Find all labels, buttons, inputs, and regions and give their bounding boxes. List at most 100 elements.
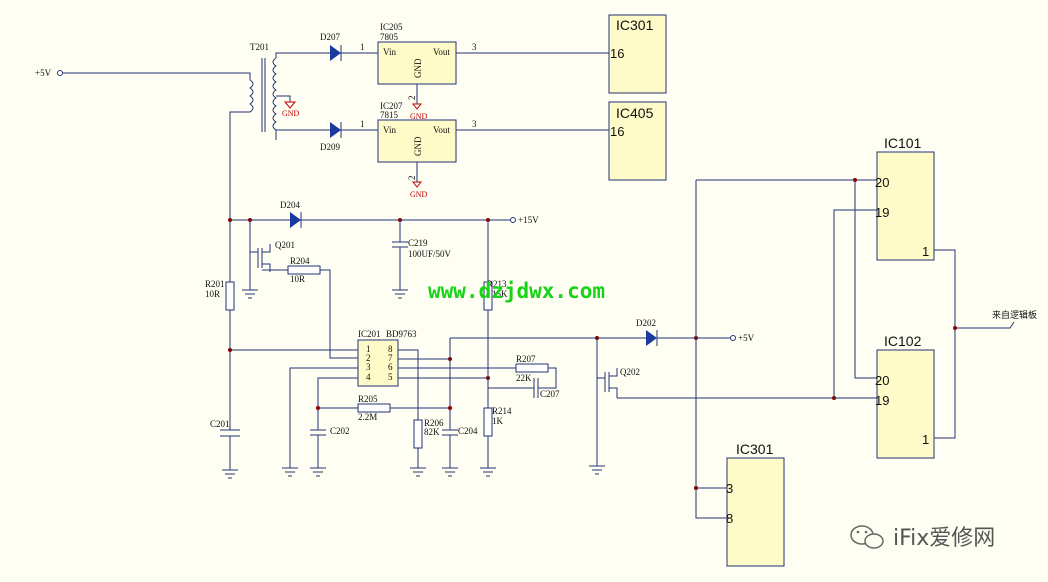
ic102 xyxy=(876,349,935,459)
r204-value: 10R xyxy=(290,274,305,284)
resistor-r205 xyxy=(357,403,391,413)
svg-text:1: 1 xyxy=(922,244,929,259)
svg-text:GND: GND xyxy=(413,58,423,78)
c204-label: C204 xyxy=(458,426,478,436)
wechat-icon xyxy=(850,525,884,549)
r207-value: 22K xyxy=(516,373,532,383)
svg-text:19: 19 xyxy=(875,393,889,408)
r201-label: R201 xyxy=(205,279,225,289)
plus5-out-label: +5V xyxy=(738,333,755,343)
svg-text:20: 20 xyxy=(875,373,889,388)
regulator-ic207 xyxy=(377,119,457,163)
watermark: www.dzjdwx.com xyxy=(428,279,605,303)
svg-text:GND: GND xyxy=(413,136,423,156)
svg-text:Vin: Vin xyxy=(383,125,396,135)
resistor-r206 xyxy=(413,419,423,449)
c202-label: C202 xyxy=(330,426,350,436)
svg-text:1: 1 xyxy=(366,344,371,354)
r205-value: 2.2M xyxy=(358,412,377,422)
input-5v-label: +5V xyxy=(35,68,52,78)
resistor-r214 xyxy=(483,407,493,437)
svg-text:1: 1 xyxy=(922,432,929,447)
svg-text:2: 2 xyxy=(407,96,417,101)
svg-text:GND: GND xyxy=(410,190,428,199)
regulator-ic205 xyxy=(377,41,457,85)
svg-text:Vout: Vout xyxy=(433,47,450,57)
svg-text:3: 3 xyxy=(366,362,371,372)
r214-label: R214 xyxy=(492,406,512,416)
ic301-top xyxy=(608,14,667,94)
ic101 xyxy=(876,151,935,261)
c219-label: C219 xyxy=(408,238,428,248)
ic405 xyxy=(608,101,667,181)
plus15-terminal xyxy=(510,217,516,223)
svg-text:Vout: Vout xyxy=(433,125,450,135)
svg-text:5: 5 xyxy=(388,372,393,382)
svg-text:IC301: IC301 xyxy=(616,17,654,33)
ic207-ref: IC207 xyxy=(380,101,403,111)
svg-text:6: 6 xyxy=(388,362,393,372)
ic201-part: BD9763 xyxy=(386,329,417,339)
svg-text:Vin: Vin xyxy=(383,47,396,57)
r213-label: R213 xyxy=(487,279,507,289)
ground-symbol xyxy=(283,101,297,109)
svg-text:GND: GND xyxy=(410,112,428,121)
svg-text:16: 16 xyxy=(610,46,624,61)
svg-text:3: 3 xyxy=(472,119,477,129)
ic205-ref: IC205 xyxy=(380,22,403,32)
ic201-ref: IC201 xyxy=(358,329,381,339)
svg-text:7: 7 xyxy=(388,353,393,363)
d204-label: D204 xyxy=(280,200,300,210)
svg-text:20: 20 xyxy=(875,175,889,190)
svg-text:IC405: IC405 xyxy=(616,105,654,121)
q201-label: Q201 xyxy=(275,240,295,250)
diode-d202 xyxy=(646,330,658,346)
input-terminal xyxy=(57,70,63,76)
transformer-t201 xyxy=(249,57,277,132)
ic301-bottom xyxy=(726,457,785,567)
plus5-out-terminal xyxy=(730,335,736,341)
c207-label: C207 xyxy=(540,389,560,399)
logic-board-label: 来自逻辑板 xyxy=(992,309,1037,320)
ic207-part: 7815 xyxy=(380,110,399,120)
svg-text:IC102: IC102 xyxy=(884,333,922,349)
svg-text:4: 4 xyxy=(366,372,371,382)
d207-label: D207 xyxy=(320,32,340,42)
r213-value: 15K xyxy=(492,289,508,299)
svg-text:16: 16 xyxy=(610,124,624,139)
r205-label: R205 xyxy=(358,394,378,404)
c219-value: 100UF/50V xyxy=(408,249,452,259)
svg-text:3: 3 xyxy=(726,481,733,496)
d209-label: D209 xyxy=(320,142,340,152)
diode-d207 xyxy=(330,45,342,61)
plus15-label: +15V xyxy=(518,215,539,225)
svg-text:IC101: IC101 xyxy=(884,135,922,151)
svg-text:8: 8 xyxy=(388,344,393,354)
q202-label: Q202 xyxy=(620,367,640,377)
ic205-part: 7805 xyxy=(380,32,399,42)
svg-text:19: 19 xyxy=(875,205,889,220)
svg-text:1: 1 xyxy=(360,42,365,52)
diode-d204 xyxy=(290,212,302,228)
t201-label: T201 xyxy=(250,42,269,52)
resistor-r207 xyxy=(515,363,549,373)
r201-value: 10R xyxy=(205,289,220,299)
resistor-r204 xyxy=(287,265,321,275)
diode-d209 xyxy=(330,122,342,138)
ifix-logo: iFix爱修网 xyxy=(893,526,995,551)
r204-label: R204 xyxy=(290,256,310,266)
gnd-label: GND xyxy=(282,109,300,118)
svg-text:IC301: IC301 xyxy=(736,441,774,457)
ic201-bd9763 xyxy=(357,339,399,387)
resistor-r201 xyxy=(225,281,235,311)
ground-symbol xyxy=(411,103,423,110)
r206-value: 82K xyxy=(424,427,440,437)
ground-symbol xyxy=(411,181,423,188)
svg-text:3: 3 xyxy=(472,42,477,52)
d202-label: D202 xyxy=(636,318,656,328)
r206-label: R206 xyxy=(424,418,444,428)
r207-label: R207 xyxy=(516,354,536,364)
svg-text:1: 1 xyxy=(360,119,365,129)
svg-text:2: 2 xyxy=(407,176,417,181)
